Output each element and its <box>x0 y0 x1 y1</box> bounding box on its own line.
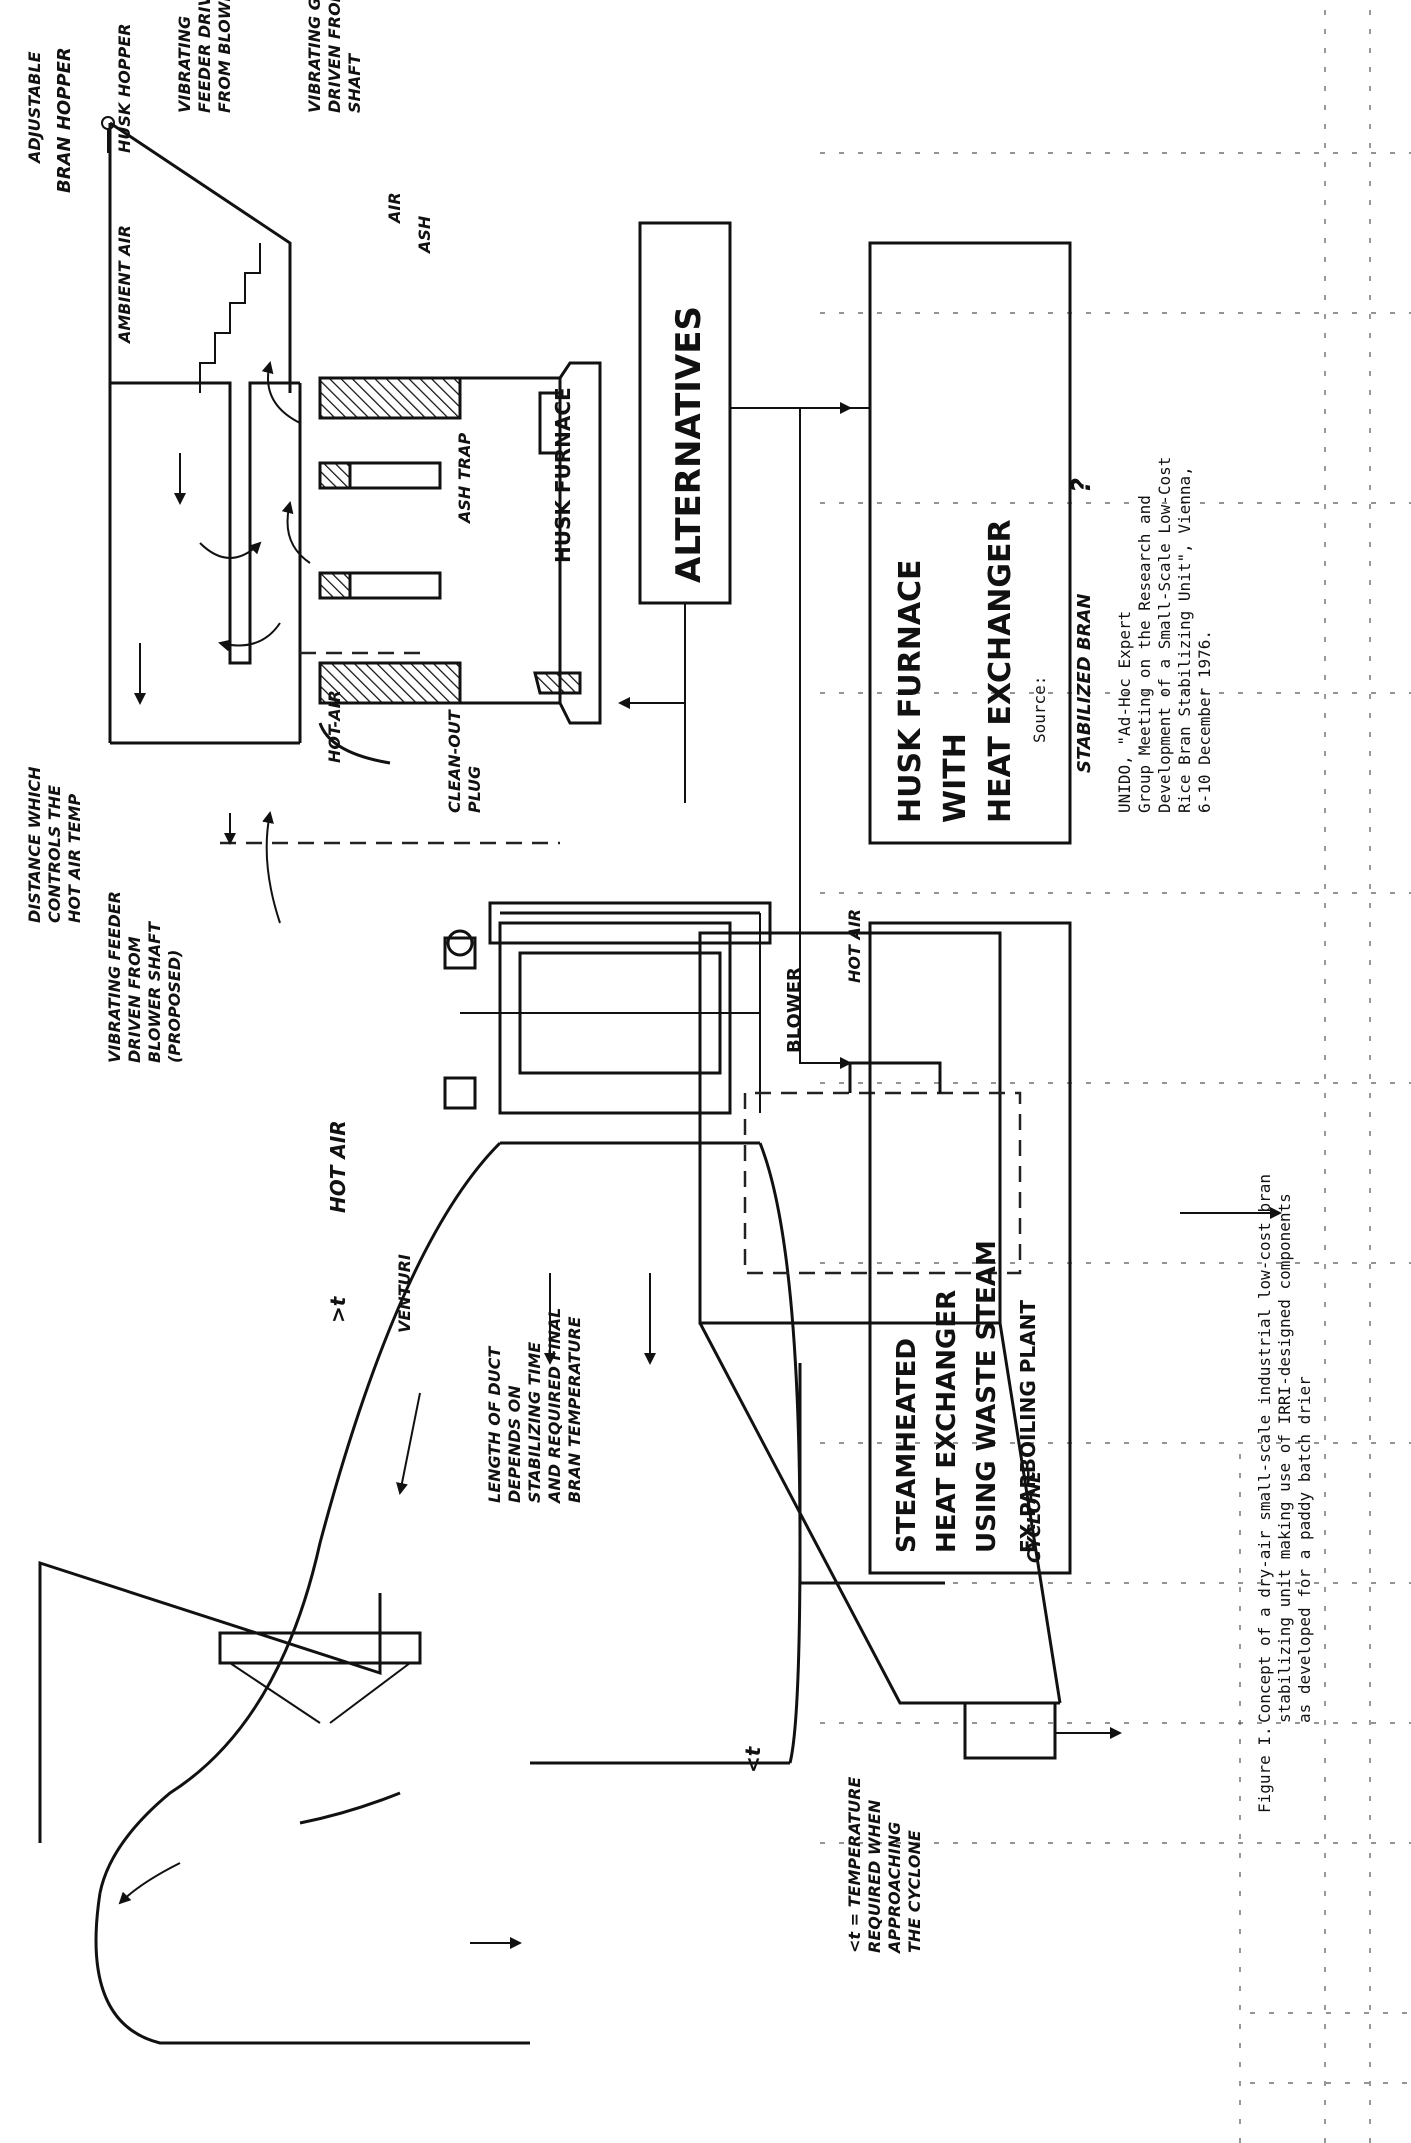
label-husk-hopper: HUSK HOPPER <box>115 23 134 153</box>
source-line-3: Development of a Small-Scale Low-Cost <box>1155 457 1174 813</box>
option-1-line-1: HUSK FURNACE <box>893 559 928 823</box>
label-temp-note-4: THE CYCLONE <box>905 1830 924 1953</box>
husk-hopper <box>102 117 290 743</box>
label-temp-note-2: REQUIRED WHEN <box>865 1799 884 1953</box>
label-t-greater: >t <box>326 1295 350 1323</box>
option-2-line-2: HEAT EXCHANGER <box>932 1290 962 1553</box>
label-adjustable-1: ADJUSTABLE <box>25 51 44 165</box>
scan-grid <box>820 0 1411 2143</box>
label-hot-air-outlet: HOT-AIR <box>325 690 344 763</box>
label-cleanout-1: CLEAN-OUT <box>445 709 464 813</box>
husk-furnace <box>110 363 600 743</box>
label-adjustable-4: HOT AIR TEMP <box>65 794 84 923</box>
label-vibrating-feeder-bran-4: (PROPOSED) <box>165 950 184 1063</box>
label-hot-air-exit: HOT AIR <box>845 909 864 983</box>
hot-air-duct <box>96 1143 800 2043</box>
label-duct-note-4: AND REQUIRED FINAL <box>545 1308 564 1505</box>
label-vibrating-feeder-husk-1: VIBRATING <box>175 16 194 113</box>
label-duct-note-3: STABILIZING TIME <box>525 1342 544 1503</box>
label-bran-hopper: BRAN HOPPER <box>54 47 75 193</box>
label-vibrating-feeder-husk-2: FEEDER DRIVEN <box>195 0 214 113</box>
label-husk-furnace: HUSK FURNACE <box>551 387 575 563</box>
label-vibrating-feeder-husk-3: FROM BLOWER SHAFT <box>215 0 234 113</box>
label-t-less: <t <box>741 1745 765 1773</box>
alternatives-title: ALTERNATIVES <box>669 306 709 583</box>
label-vibrating-grate-2: DRIVEN FROM BLOWER <box>325 0 344 113</box>
label-stabilized-bran: STABILIZED BRAN <box>1074 594 1095 774</box>
label-duct-note-1: LENGTH OF DUCT <box>485 1346 504 1503</box>
label-question-mark: ? <box>1067 478 1097 493</box>
option-2-line-4: EX PARBOILING PLANT <box>1016 1300 1040 1553</box>
blower <box>445 903 770 1143</box>
label-duct-note-2: DEPENDS ON <box>505 1385 524 1503</box>
source-line-2: Group Meeting on the Research and <box>1135 495 1154 813</box>
label-vibrating-grate-3: SHAFT <box>345 53 364 113</box>
label-vibrating-feeder-bran-1: VIBRATING FEEDER <box>105 891 124 1063</box>
label-vibrating-grate-1: VIBRATING GRATE <box>305 0 324 113</box>
label-air: AIR <box>385 192 404 225</box>
label-ambient-air: AMBIENT AIR <box>115 225 134 345</box>
label-duct-note-5: BRAN TEMPERATURE <box>565 1316 584 1503</box>
bran-hopper <box>40 1563 420 1843</box>
label-temp-note-3: APPROACHING <box>885 1822 904 1955</box>
caption-line-1: Concept of a dry-air small-scale industr… <box>1255 1174 1274 1723</box>
label-venturi: VENTURI <box>395 1254 414 1333</box>
source-line-4: Rice Bran Stabilizing Unit", Vienna, <box>1175 466 1194 813</box>
label-ash-trap: ASH TRAP <box>455 433 474 525</box>
source-line-1: UNIDO, "Ad-Hoc Expert <box>1115 611 1134 813</box>
label-hot-air-duct: HOT AIR <box>326 1120 350 1213</box>
label-cleanout-2: PLUG <box>465 766 484 813</box>
label-adjustable-3: CONTROLS THE <box>45 785 64 923</box>
option-2-line-3: USING WASTE STEAM <box>972 1240 1002 1553</box>
label-blower: BLOWER <box>784 967 805 1053</box>
caption-label: Figure I. <box>1255 1726 1274 1813</box>
source-prefix: Source: <box>1030 676 1049 743</box>
source-line-5: 6-10 December 1976. <box>1195 630 1214 813</box>
option-2-line-1: STEAMHEATED <box>892 1338 922 1553</box>
caption-line-2: stabilizing unit making use of IRRI-desi… <box>1275 1193 1294 1723</box>
label-adjustable-2: DISTANCE WHICH <box>25 766 44 923</box>
label-ash: ASH <box>415 215 434 255</box>
option-1-line-3: HEAT EXCHANGER <box>983 519 1018 823</box>
label-temp-note-1: <t = TEMPERATURE <box>845 1777 864 1953</box>
option-1-line-2: WITH <box>938 733 973 823</box>
caption-line-3: as developed for a paddy batch drier <box>1295 1376 1314 1723</box>
label-vibrating-feeder-bran-3: BLOWER SHAFT <box>145 921 164 1063</box>
label-vibrating-feeder-bran-2: DRIVEN FROM <box>125 936 144 1063</box>
